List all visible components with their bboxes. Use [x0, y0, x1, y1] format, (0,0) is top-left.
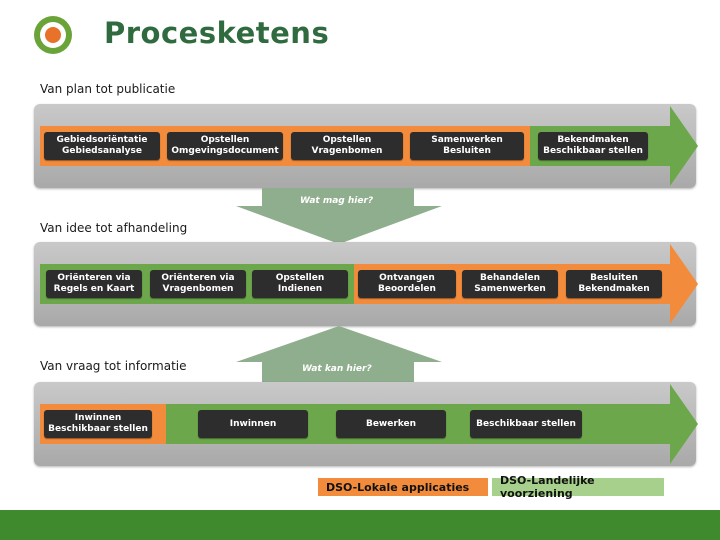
arrow-neck	[660, 126, 672, 166]
logo-icon	[34, 16, 72, 54]
step-box: Inwinnen	[198, 410, 308, 438]
down-arrow-shape	[236, 188, 442, 244]
section-label-plan: Van plan tot publicatie	[40, 82, 176, 96]
footer-bar	[0, 510, 720, 540]
section-label-vraag: Van vraag tot informatie	[40, 359, 187, 373]
arrow-head	[670, 384, 698, 464]
page-title: Procesketens	[104, 16, 330, 50]
question-down: Wat mag hier?	[300, 196, 374, 206]
question-up: Wat kan hier?	[302, 364, 372, 374]
arrow-head	[670, 106, 698, 186]
up-arrow-shape	[236, 326, 442, 382]
arrow-head	[670, 244, 698, 324]
logo-dot	[45, 27, 61, 43]
legend-national: DSO-Landelijke voorziening	[492, 474, 664, 500]
section-label-idee: Van idee tot afhandeling	[40, 221, 188, 235]
step-box: Beschikbaar stellen	[470, 410, 582, 438]
step-box: Bewerken	[336, 410, 446, 438]
legend-local: DSO-Lokale applicaties	[318, 478, 488, 496]
